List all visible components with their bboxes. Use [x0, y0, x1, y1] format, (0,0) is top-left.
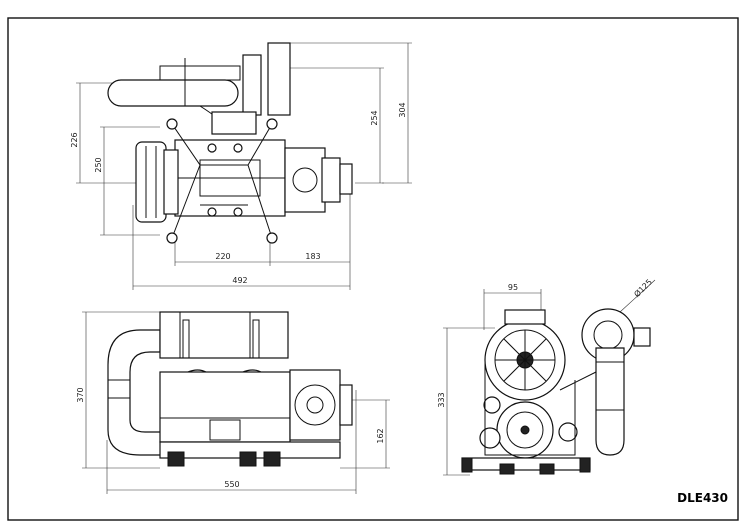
top-view-engine — [107, 42, 353, 244]
side-view-engine — [107, 311, 353, 467]
dim-550: 550 — [224, 480, 239, 489]
dim-333: 333 — [437, 392, 446, 407]
dim-162: 162 — [376, 428, 385, 443]
front-view: 95 Ø125 333 — [437, 277, 656, 476]
side-view-dimensions — [82, 311, 390, 494]
dim-492: 492 — [232, 276, 247, 285]
top-view: 226 250 254 304 220 183 492 — [70, 42, 412, 290]
model-label: DLE430 — [677, 491, 728, 505]
dim-183: 183 — [305, 252, 320, 261]
top-view-dimensions — [76, 42, 412, 290]
dim-304: 304 — [398, 102, 407, 117]
dim-220: 220 — [215, 252, 230, 261]
dim-254: 254 — [370, 110, 379, 125]
dim-125: Ø125 — [632, 277, 654, 299]
front-view-engine — [461, 308, 651, 475]
side-view: 370 550 162 — [76, 311, 390, 494]
sheet-border — [7, 17, 739, 521]
dim-226: 226 — [70, 132, 79, 147]
front-view-dimensions — [443, 279, 656, 476]
dim-250: 250 — [94, 157, 103, 172]
dim-370: 370 — [76, 387, 85, 402]
dim-95: 95 — [508, 283, 518, 292]
